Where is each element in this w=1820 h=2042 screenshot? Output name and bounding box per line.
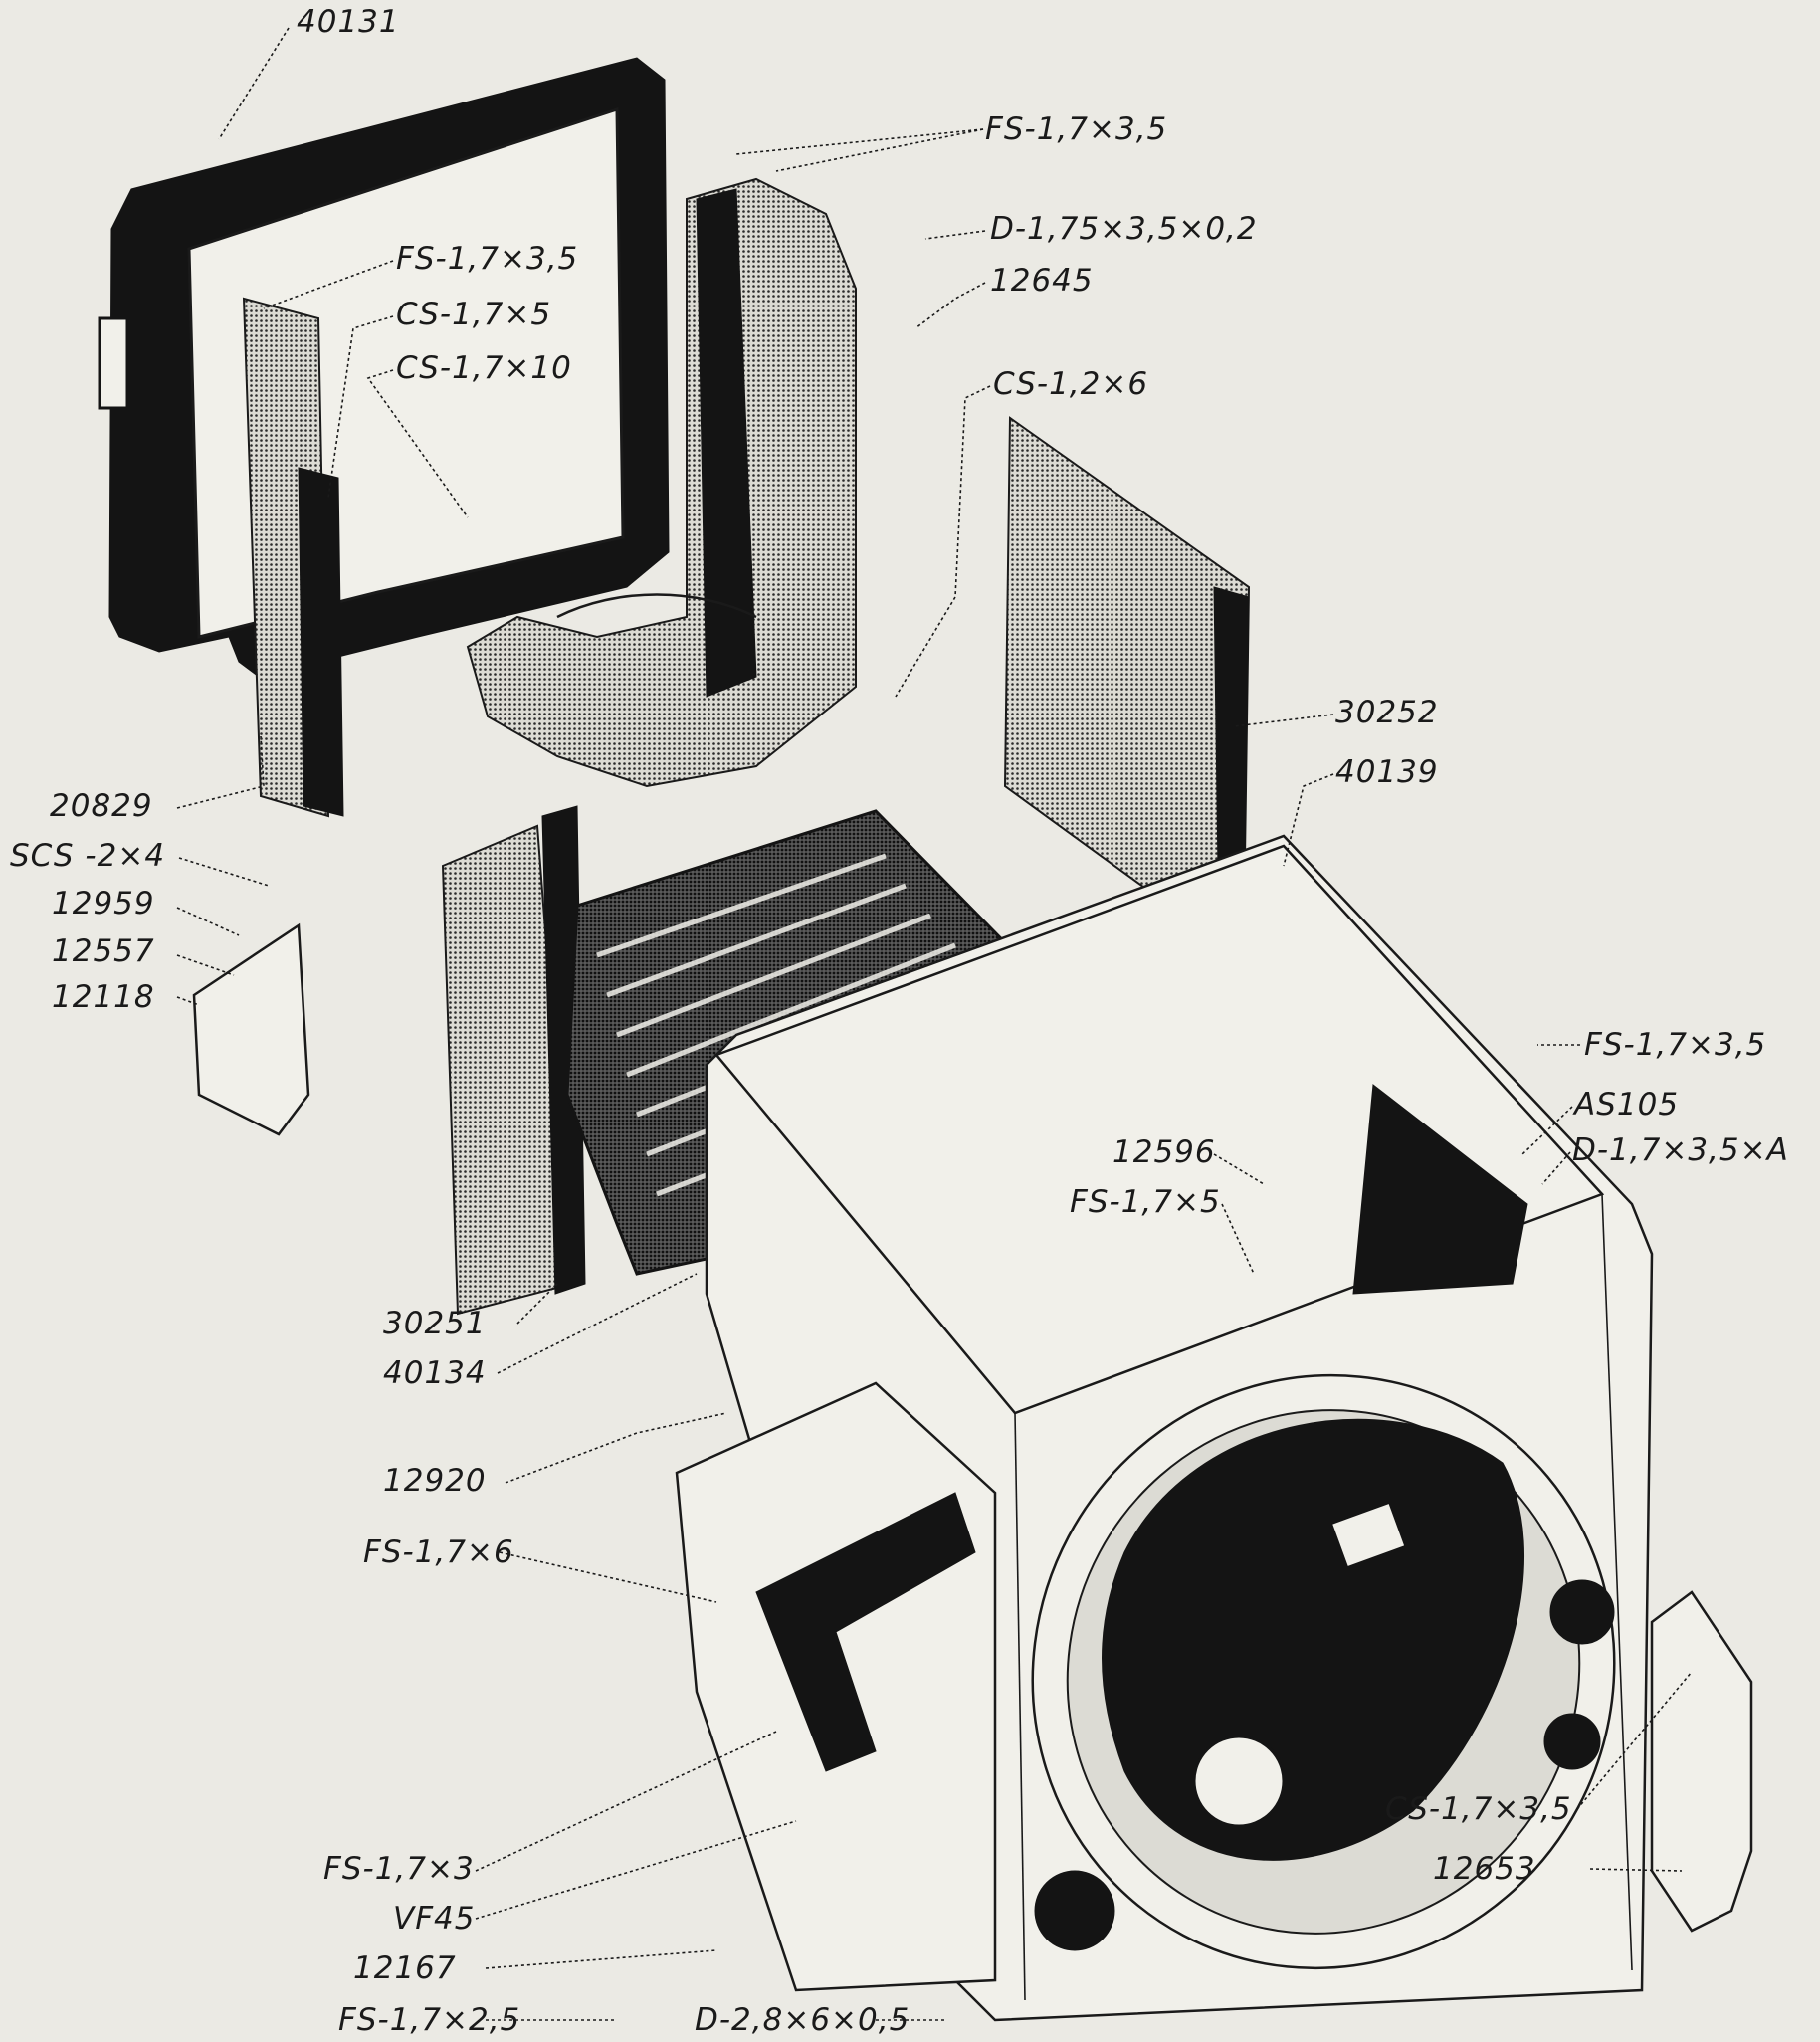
label-as105: AS105	[1572, 1087, 1679, 1123]
label-fs-1735-top: FS-1,7×3,5	[985, 111, 1167, 147]
label-40134: 40134	[383, 1355, 487, 1391]
part-film-chamber-cylinder	[466, 177, 857, 788]
part-20829-plate	[242, 297, 344, 818]
label-30252: 30252	[1335, 695, 1439, 730]
label-40139: 40139	[1335, 754, 1439, 790]
part-40131-frame	[98, 57, 670, 678]
label-12959: 12959	[52, 886, 155, 921]
leader-lines	[176, 27, 1693, 2021]
label-d-1735a: D-1,7×3,5×A	[1572, 1132, 1789, 1168]
label-d-washer: D-1,75×3,5×0,2	[990, 211, 1258, 247]
part-12118-bracket	[192, 922, 310, 1136]
label-12920: 12920	[383, 1463, 487, 1499]
label-cs-1735: CS-1,7×3,5	[1385, 1791, 1572, 1827]
part-labels: 40131 FS-1,7×3,5 D-1,75×3,5×0,2 12645 FS…	[10, 4, 1789, 2038]
label-fs-173: FS-1,7×3	[323, 1851, 475, 1887]
part-30252-plate	[1003, 416, 1251, 947]
label-12167: 12167	[353, 1950, 457, 1986]
label-12645: 12645	[990, 263, 1094, 299]
label-40131: 40131	[297, 4, 400, 40]
label-12596: 12596	[1112, 1134, 1216, 1170]
label-12118: 12118	[52, 979, 155, 1015]
label-fs-1735-left: FS-1,7×3,5	[396, 241, 578, 277]
label-scs-24: SCS -2×4	[10, 838, 165, 874]
label-fs-176: FS-1,7×6	[363, 1534, 514, 1570]
label-d-2860: D-2,8×6×0,5	[695, 2002, 910, 2038]
label-12557: 12557	[52, 933, 155, 969]
part-30251-side-plate	[441, 805, 586, 1316]
label-fs-1725-bottom: FS-1,7×2,5	[338, 2002, 520, 2038]
label-20829: 20829	[50, 788, 153, 824]
label-12653: 12653	[1433, 1851, 1536, 1887]
part-side-inner-frame	[675, 1381, 997, 1992]
part-lens-mount-ring	[1031, 1373, 1616, 1970]
part-12653-lever	[1650, 1590, 1753, 1933]
label-30251: 30251	[383, 1306, 487, 1341]
label-vf45: VF45	[393, 1901, 475, 1937]
label-fs-175: FS-1,7×5	[1070, 1184, 1221, 1220]
label-cs-175: CS-1,7×5	[396, 297, 551, 332]
label-fs-1735-right: FS-1,7×3,5	[1584, 1027, 1766, 1063]
label-cs-126: CS-1,2×6	[993, 366, 1148, 402]
label-cs-1710: CS-1,7×10	[396, 350, 572, 386]
